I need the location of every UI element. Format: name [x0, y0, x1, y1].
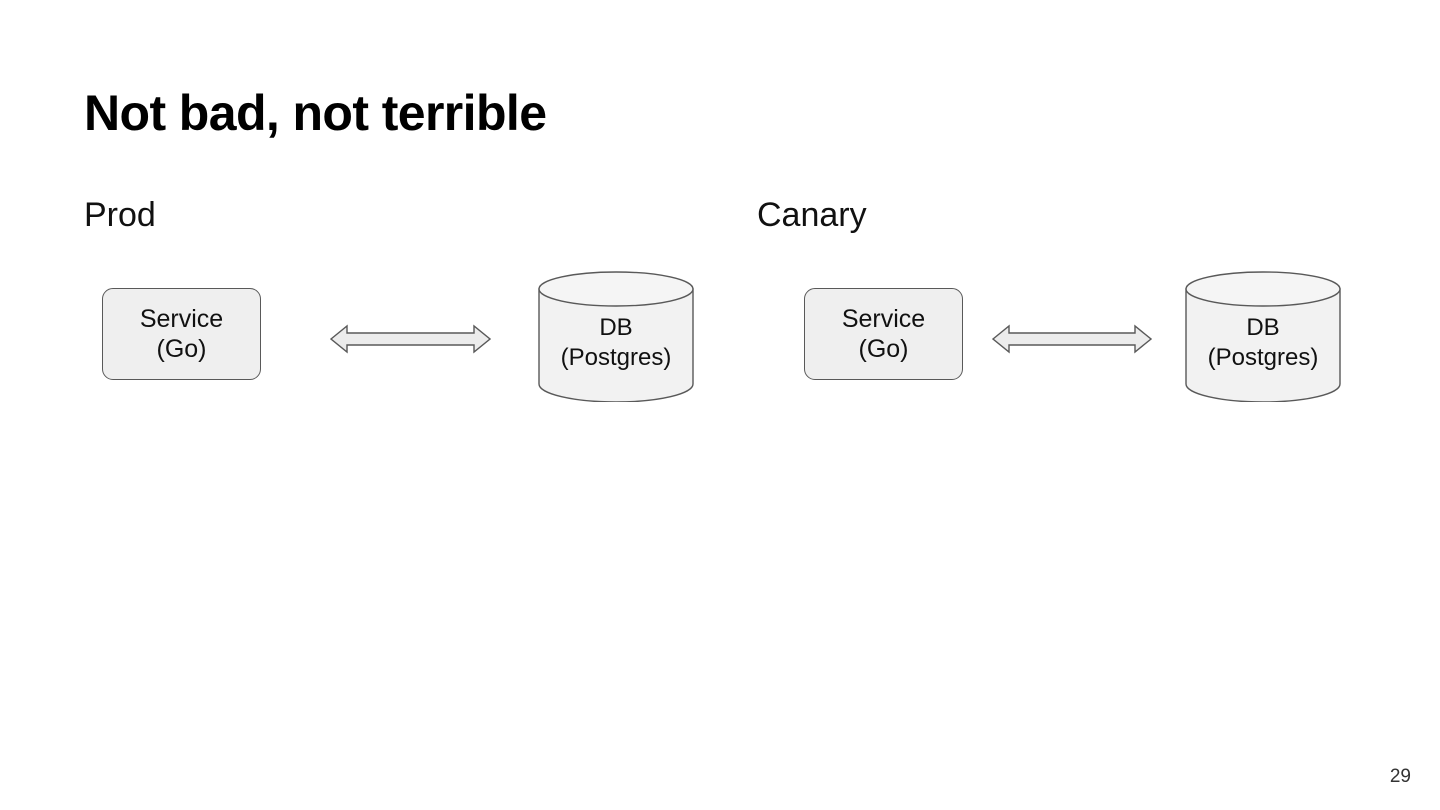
prod-database-node: DB (Postgres): [538, 271, 694, 402]
page-title: Not bad, not terrible: [84, 85, 547, 141]
canary-service-name: Service: [841, 304, 926, 333]
canary-database-node: DB (Postgres): [1185, 271, 1341, 402]
column-label-canary: Canary: [757, 196, 867, 234]
prod-service-node: Service (Go): [102, 288, 261, 380]
canary-service-lang: (Go): [858, 335, 909, 363]
prod-service-lang: (Go): [156, 335, 207, 363]
column-label-prod: Prod: [84, 196, 156, 234]
canary-service-node: Service (Go): [804, 288, 963, 380]
canary-connector-arrow: [992, 323, 1152, 355]
prod-service-name: Service: [139, 304, 224, 333]
page-number: 29: [1389, 766, 1411, 787]
prod-connector-arrow: [330, 323, 491, 355]
